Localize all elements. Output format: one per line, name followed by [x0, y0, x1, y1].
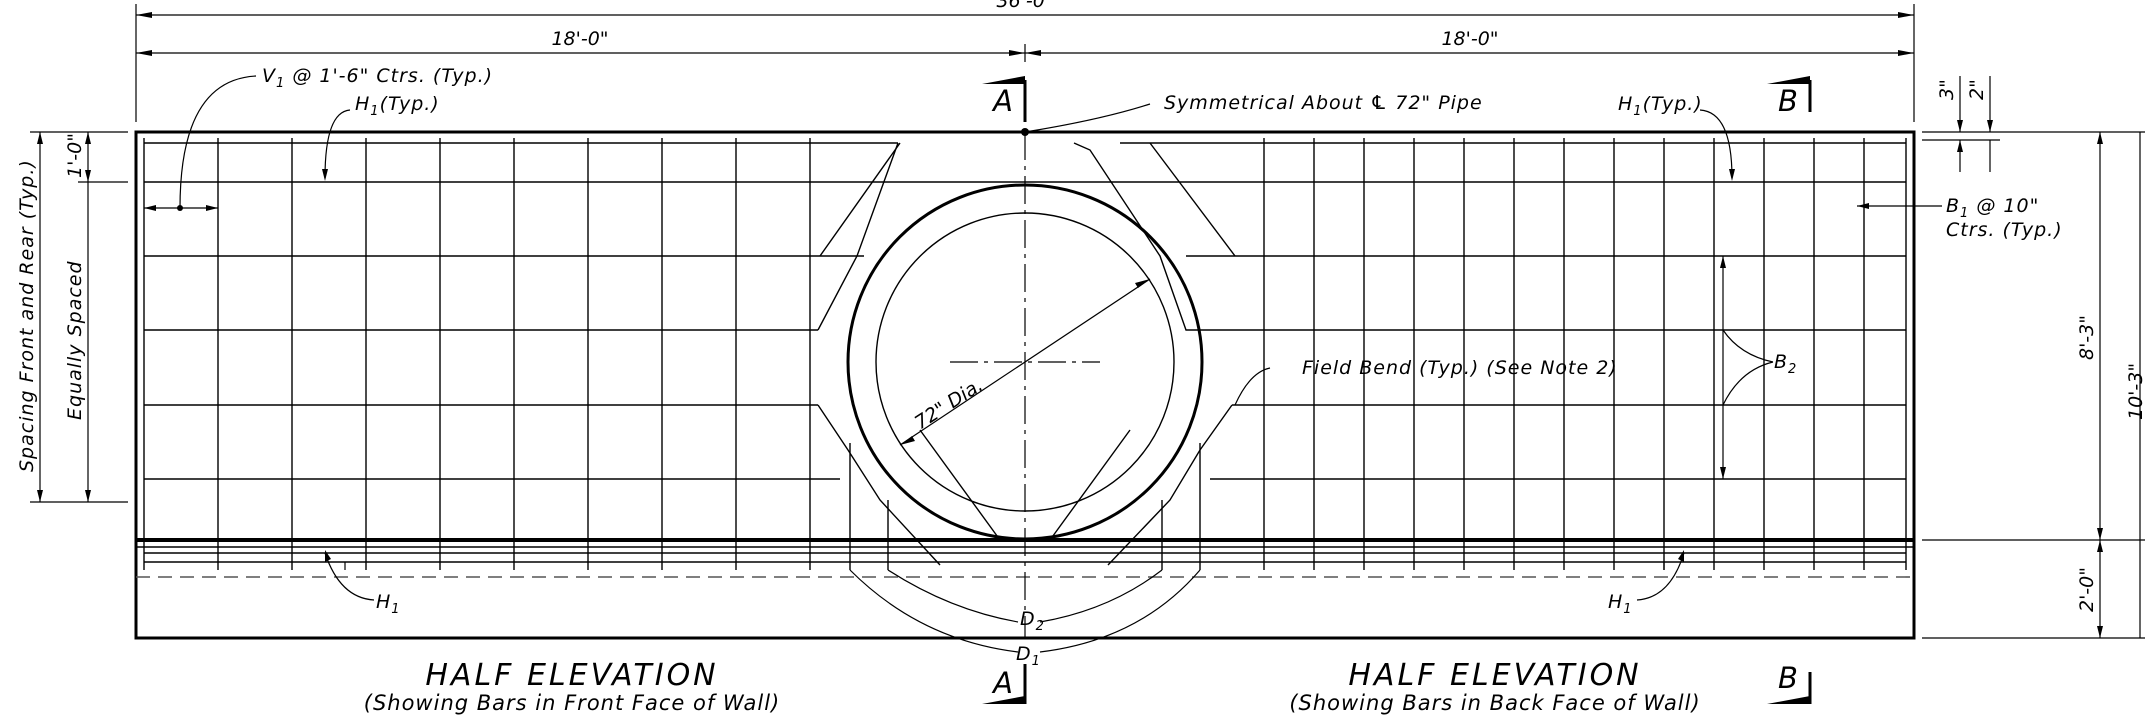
right-side-dimensions: 3" 2" 8'-3" 2'-0" 10'-3"	[1922, 76, 2145, 639]
one-foot-dimension-label: 1'-0"	[64, 133, 86, 178]
b1-label: B	[1946, 195, 1960, 217]
titles: HALF ELEVATION (Showing Bars in Front Fa…	[364, 658, 1700, 715]
v1-subscript: 1	[276, 76, 285, 91]
left-side-dimensions: Spacing Front and Rear (Typ.) Equally Sp…	[16, 131, 128, 503]
h1-bottom-right-label: H	[1608, 591, 1623, 613]
d1-label: D	[1016, 643, 1032, 665]
b2-note: B2	[1720, 256, 1797, 479]
horizontal-bars-left	[144, 142, 1025, 563]
three-inch-dimension-label: 3"	[1936, 79, 1958, 100]
section-b-bottom-label: B	[1778, 661, 1798, 695]
section-a-top-label: A	[991, 84, 1013, 118]
svg-text:B1 @ 10": B1 @ 10"	[1946, 195, 2039, 221]
horizontal-bars-right	[1025, 142, 1906, 563]
v1-note-text: @ 1'-6" Ctrs. (Typ.)	[285, 65, 493, 87]
svg-text:H1: H1	[1608, 591, 1633, 617]
symmetrical-note-text: Symmetrical About ℄ 72" Pipe	[1164, 92, 1483, 114]
section-a-bottom-label: A	[991, 666, 1013, 700]
section-b-top-label: B	[1778, 84, 1798, 118]
spacing-front-rear-label: Spacing Front and Rear (Typ.)	[16, 159, 38, 472]
svg-text:D2: D2	[1020, 608, 1045, 634]
svg-text:B2: B2	[1774, 351, 1797, 377]
svg-text:D1: D1	[1016, 643, 1041, 669]
h1-top-right-label: H	[1618, 93, 1633, 115]
h1-top-left-note: H1(Typ.)	[322, 93, 440, 181]
section-marker-a-bottom: A	[982, 664, 1027, 704]
svg-text:H1: H1	[376, 591, 401, 617]
d-bar-notes: D2 D1	[849, 569, 1201, 669]
d2-label: D	[1020, 608, 1036, 630]
symmetrical-note: Symmetrical About ℄ 72" Pipe	[1021, 92, 1483, 136]
half-dimensions: 18'-0" 18'-0"	[136, 28, 1914, 62]
h1-top-right-note: H1(Typ.)	[1618, 93, 1735, 181]
vertical-bars-right	[1263, 138, 1907, 570]
pipe-diameter-line	[899, 278, 1151, 446]
v1-note: V1 @ 1'-6" Ctrs. (Typ.)	[144, 65, 493, 211]
bent-bars	[817, 142, 1236, 570]
overall-dimension: 36'-0"	[135, 0, 1915, 122]
right-half-title: HALF ELEVATION	[1348, 658, 1641, 693]
h1-bottom-right-note: H1	[1608, 550, 1685, 617]
field-bend-note-text: Field Bend (Typ.) (See Note 2)	[1302, 357, 1618, 379]
h1-top-left-label: H	[355, 93, 370, 115]
h1-bottom-left-label: H	[376, 591, 391, 613]
h1-bottom-left-note: H1	[324, 550, 401, 617]
left-half-title: HALF ELEVATION	[425, 658, 718, 693]
section-marker-a-top: A	[982, 76, 1027, 122]
two-foot-dimension-label: 2'-0"	[2076, 567, 2098, 612]
b2-label: B	[1774, 351, 1788, 373]
eight-three-dimension-label: 8'-3"	[2076, 315, 2098, 360]
left-half-subtitle: (Showing Bars in Front Face of Wall)	[364, 691, 780, 715]
b1-note: B1 @ 10" Ctrs. (Typ.)	[1857, 195, 2063, 241]
equally-spaced-label: Equally Spaced	[64, 260, 86, 420]
vertical-bars-left	[143, 138, 811, 570]
left-half-dimension-label: 18'-0"	[551, 28, 608, 50]
v1-label: V	[262, 65, 277, 87]
right-half-dimension-label: 18'-0"	[1441, 28, 1498, 50]
pipe-diameter-label: 72" Dia.	[911, 374, 987, 434]
b1-note-line2: Ctrs. (Typ.)	[1946, 219, 2063, 241]
overall-dimension-label: 36'-0"	[996, 0, 1053, 12]
right-half-subtitle: (Showing Bars in Back Face of Wall)	[1289, 691, 1700, 715]
two-inch-dimension-label: 2"	[1966, 79, 1988, 100]
svg-text:H1(Typ.): H1(Typ.)	[355, 93, 440, 119]
svg-text:V1 @ 1'-6" Ctrs. (Typ.): V1 @ 1'-6" Ctrs. (Typ.)	[262, 65, 493, 91]
ten-three-dimension-label: 10'-3"	[2125, 363, 2145, 420]
section-marker-b-top: B	[1767, 76, 1812, 118]
svg-text:H1(Typ.): H1(Typ.)	[1618, 93, 1703, 119]
section-marker-b-bottom: B	[1767, 661, 1812, 704]
field-bend-note: Field Bend (Typ.) (See Note 2)	[1234, 357, 1618, 406]
